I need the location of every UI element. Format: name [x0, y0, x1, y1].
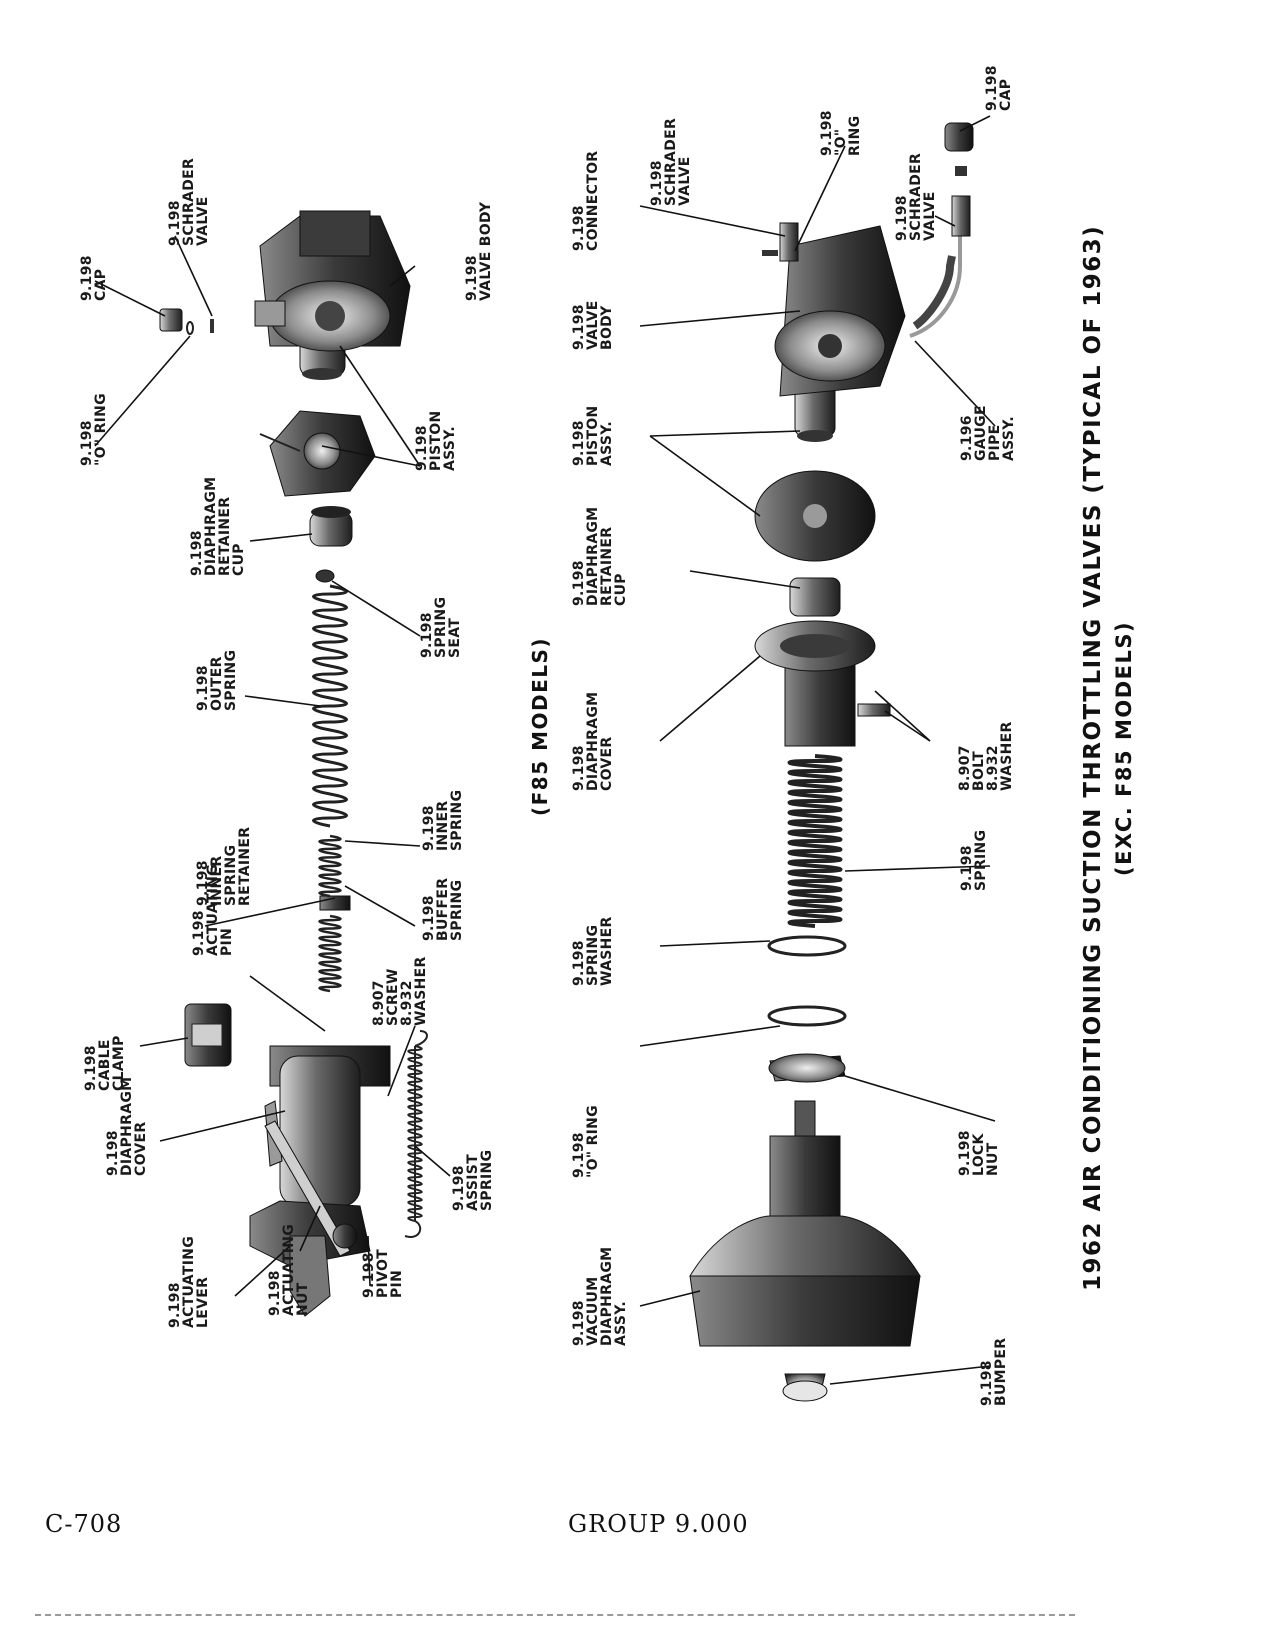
- group-number: GROUP 9.000: [568, 1510, 749, 1538]
- lock-nut-part: [768, 1053, 846, 1083]
- exc-f85-assembly: [639, 115, 996, 1402]
- diaphragm-retainer-cup-part: [309, 506, 353, 547]
- piston-assy-part-2: [794, 380, 836, 442]
- valve-body-part: [254, 210, 411, 352]
- diaphragm-retainer-cup-part-2: [789, 577, 841, 617]
- valve-body-part-2: [774, 225, 906, 397]
- spring-part: [787, 754, 843, 928]
- page-number: C-708: [45, 1510, 123, 1538]
- figure-subtitle: (EXC. F85 MODELS): [1112, 620, 1136, 876]
- rings-part: [767, 935, 847, 1027]
- spring-seat-part: [315, 569, 335, 583]
- leader-lines-f85: [94, 235, 451, 1297]
- buffer-spring-part: [318, 914, 342, 993]
- vacuum-diaphragm-part: [689, 1100, 921, 1347]
- inner-spring-part: [318, 834, 342, 898]
- label-o-ring-top: 9.198"O"RING: [819, 110, 863, 156]
- section-heading-f85: (F85 MODELS): [528, 636, 552, 816]
- label-o-ring-2: 9.198"O" RING: [571, 1105, 601, 1178]
- assist-spring-part: [404, 1030, 428, 1238]
- cable-clamp-part: [184, 1003, 232, 1067]
- bumper-part: [782, 1373, 828, 1402]
- outer-spring-part: [312, 584, 348, 828]
- cap-oring-schrader-parts: [159, 308, 214, 335]
- figure-title: 1962 AIR CONDITIONING SUCTION THROTTLING…: [1080, 224, 1106, 1291]
- connector-gauge-parts: [762, 122, 974, 338]
- actuating-lever-part: [264, 1120, 358, 1257]
- diaphragm-cover-part-2: [754, 620, 891, 747]
- label-o-ring: 9.198"O" RING: [79, 393, 109, 466]
- f85-assembly: [94, 210, 451, 1317]
- diaphragm-disc-part: [754, 470, 876, 562]
- bottom-rule: [35, 1614, 1075, 1616]
- leader-lines-exc-f85: [639, 115, 996, 1385]
